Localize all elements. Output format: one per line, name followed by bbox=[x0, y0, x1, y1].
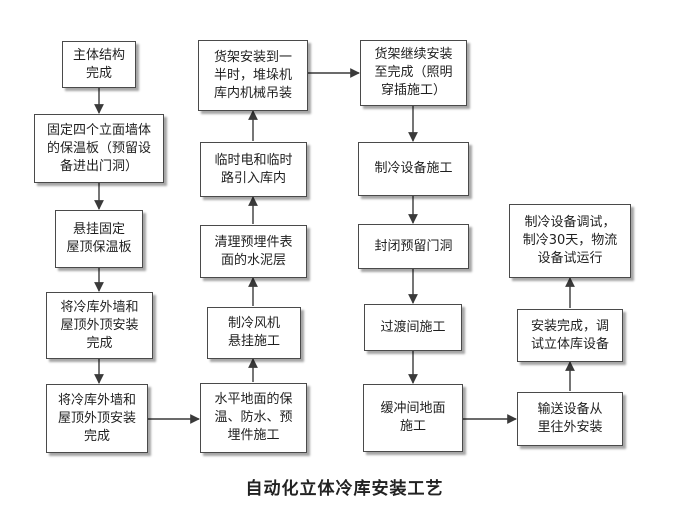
step-floor-insulation: 水平地面的保 温、防水、预 埋件施工 bbox=[200, 383, 307, 453]
step-label: 清理预埋件表 面的水泥层 bbox=[214, 234, 293, 268]
diagram-caption: 自动化立体冷库安装工艺 bbox=[245, 479, 444, 499]
step-transition-room: 过渡间施工 bbox=[364, 304, 462, 351]
step-main-structure-complete: 主体结构 完成 bbox=[62, 41, 136, 88]
step-exterior-install-a: 将冷库外墙和 屋顶外顶安装 完成 bbox=[46, 292, 153, 359]
step-fix-wall-insulation: 固定四个立面墙体 的保温板（预留设 备进出门洞） bbox=[34, 114, 164, 183]
step-conveyor-install: 输送设备从 里往外安装 bbox=[517, 392, 623, 446]
step-label: 水平地面的保 温、防水、预 埋件施工 bbox=[214, 392, 293, 443]
step-rack-complete: 货架继续安装 至完成（照明 穿插施工） bbox=[360, 40, 467, 106]
step-buffer-room-floor: 缓冲间地面 施工 bbox=[363, 384, 463, 452]
step-hang-roof-insulation: 悬挂固定 屋顶保温板 bbox=[55, 210, 143, 268]
step-label: 制冷设备调试， 制冷30天，物流 设备试运行 bbox=[522, 215, 618, 266]
step-label: 将冷库外墙和 屋顶外顶安装 完成 bbox=[60, 299, 139, 351]
step-clean-embedded-parts: 清理预埋件表 面的水泥层 bbox=[200, 225, 307, 278]
step-label: 主体结构 完成 bbox=[72, 47, 125, 81]
step-label: 缓冲间地面 施工 bbox=[380, 401, 446, 434]
step-label: 固定四个立面墙体 的保温板（预留设 备进出门洞） bbox=[46, 122, 151, 174]
step-rack-half-stacker-lift: 货架安装到一 半时，堆垛机 库内机械吊装 bbox=[198, 40, 308, 111]
step-label: 制冷风机 悬挂施工 bbox=[227, 316, 280, 349]
step-label: 封闭预留门洞 bbox=[374, 238, 453, 254]
step-label: 制冷设备施工 bbox=[374, 161, 453, 176]
step-label: 货架继续安装 至完成（照明 穿插施工） bbox=[374, 47, 453, 98]
step-label: 输送设备从 里往外安装 bbox=[537, 402, 603, 435]
step-exterior-install-b: 将冷库外墙和 屋顶外顶安装 完成 bbox=[46, 384, 148, 453]
step-seal-reserved-door: 封闭预留门洞 bbox=[358, 224, 469, 269]
step-label: 安装完成，调 试立体库设备 bbox=[530, 318, 609, 352]
step-label: 货架安装到一 半时，堆垛机 库内机械吊装 bbox=[213, 49, 292, 101]
step-label: 悬挂固定 屋顶保温板 bbox=[66, 222, 132, 255]
step-label: 过渡间施工 bbox=[380, 319, 446, 335]
step-temporary-power-road: 临时电和临时 路引入库内 bbox=[200, 142, 307, 197]
step-refrigeration-test-run: 制冷设备调试， 制冷30天，物流 设备试运行 bbox=[509, 204, 631, 278]
step-label: 将冷库外墙和 屋顶外顶安装 完成 bbox=[57, 392, 136, 444]
step-refrigeration-equipment: 制冷设备施工 bbox=[358, 142, 469, 196]
step-hang-cooling-fan: 制冷风机 悬挂施工 bbox=[207, 307, 301, 359]
step-label: 临时电和临时 路引入库内 bbox=[214, 152, 293, 186]
step-commission-storage: 安装完成，调 试立体库设备 bbox=[517, 309, 623, 362]
